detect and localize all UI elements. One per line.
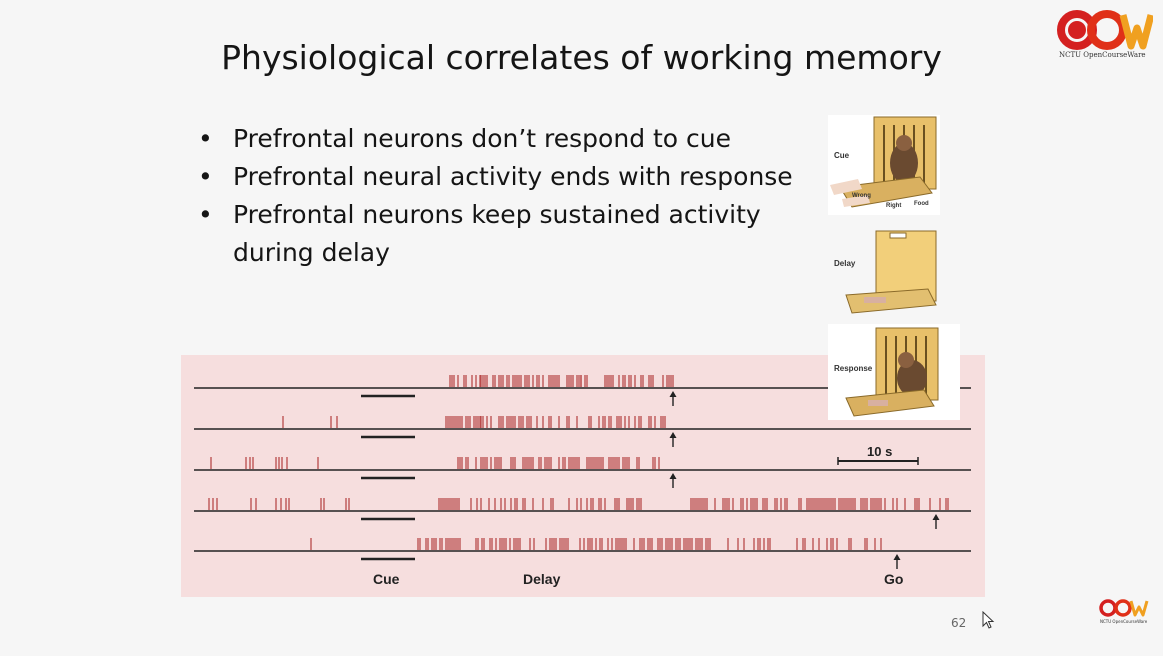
food-label: Food bbox=[914, 201, 929, 207]
ocw-logo: NCTU OpenCourseWare bbox=[1057, 10, 1155, 65]
response-arrowhead bbox=[893, 554, 901, 560]
spike-raster-figure: Cue Delay Go 10 s bbox=[181, 355, 985, 597]
cue-axis-label: Cue bbox=[373, 571, 400, 587]
delay-stage-label: Delay bbox=[834, 259, 856, 268]
scale-bar-label: 10 s bbox=[867, 444, 893, 459]
ocw-logo-small: NCTU OpenCourseWare bbox=[1098, 598, 1154, 628]
response-arrowhead bbox=[932, 514, 940, 520]
mouse-cursor-icon bbox=[982, 611, 995, 629]
delay-stage-panel: Delay bbox=[828, 223, 940, 315]
response-arrowhead bbox=[669, 432, 677, 438]
logo-caption: NCTU OpenCourseWare bbox=[1059, 51, 1146, 59]
bullet-item: Prefrontal neurons keep sustained activi… bbox=[198, 196, 793, 272]
ocw-logo-icon bbox=[1057, 10, 1155, 50]
go-axis-label: Go bbox=[884, 571, 904, 587]
cue-stage-panel: Cue Wrong Right Food bbox=[828, 115, 940, 215]
ocw-logo-small-icon bbox=[1099, 599, 1149, 617]
response-arrowhead bbox=[669, 473, 677, 479]
page-number: 62 bbox=[951, 616, 967, 630]
monkey-cage-illustration bbox=[830, 116, 937, 208]
bullet-item: Prefrontal neurons don’t respond to cue bbox=[198, 120, 793, 158]
slide-title: Physiological correlates of working memo… bbox=[221, 38, 942, 77]
response-stage-panel: Response bbox=[828, 324, 960, 420]
wrong-label: Wrong bbox=[852, 193, 871, 199]
closed-box-illustration bbox=[845, 230, 937, 314]
response-stage-label: Response bbox=[834, 364, 873, 373]
delay-axis-label: Delay bbox=[523, 571, 561, 587]
logo-small-caption: NCTU OpenCourseWare bbox=[1100, 619, 1148, 624]
spike-raster bbox=[194, 375, 971, 569]
right-label: Right bbox=[886, 203, 902, 209]
monkey-response-illustration bbox=[845, 327, 939, 417]
bullet-list: Prefrontal neurons don’t respond to cue … bbox=[198, 120, 793, 272]
cue-stage-label: Cue bbox=[834, 151, 850, 160]
bullet-item: Prefrontal neural activity ends with res… bbox=[198, 158, 793, 196]
response-arrowhead bbox=[669, 391, 677, 397]
